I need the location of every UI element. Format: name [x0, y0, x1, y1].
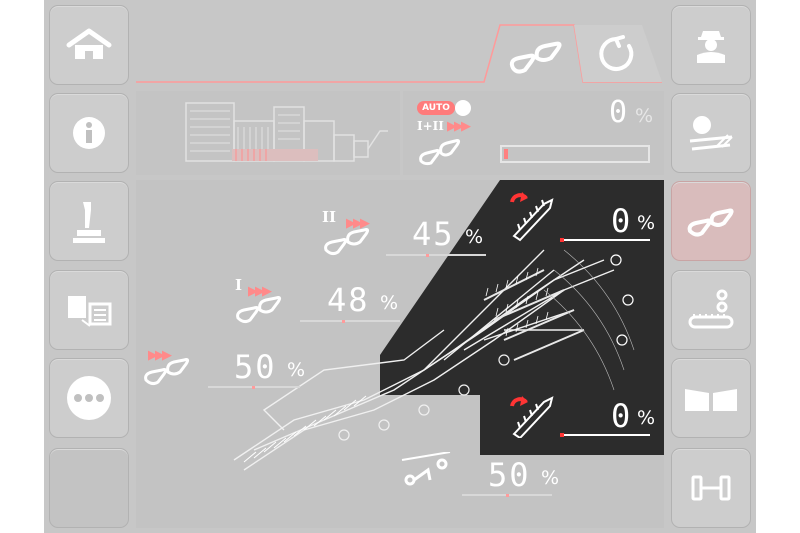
conveyor-chain-icon: [144, 358, 190, 386]
dark-bottom-unit: %: [637, 407, 656, 429]
status-panel: AUTO I+II ▶▶▶ 0 %: [403, 91, 664, 175]
status-progress-bar: [500, 145, 650, 163]
speed-2-label: II: [322, 208, 337, 226]
floor-button[interactable]: [671, 358, 751, 438]
conveyor-chain-icon: [324, 228, 370, 256]
dark-bottom-slider-marker: [560, 433, 564, 437]
more-button[interactable]: [49, 358, 129, 438]
conveyor-chain-icon: [687, 208, 734, 237]
tab-conveyor[interactable]: [499, 28, 579, 80]
dark-top-value[interactable]: 0: [611, 202, 633, 240]
refresh-icon: [599, 35, 634, 71]
speed-base-slider-marker: [252, 386, 255, 389]
speed-1-slider-marker: [342, 320, 345, 323]
dark-top-slider-marker: [560, 238, 564, 242]
display-config-button[interactable]: [49, 270, 129, 350]
status-progress-fill: [504, 149, 508, 159]
empty-slot-button: [49, 448, 129, 528]
speed-2-slider[interactable]: [386, 254, 486, 256]
operator-button[interactable]: [671, 5, 751, 85]
tab-reset[interactable]: [584, 28, 648, 80]
dark-bottom-value[interactable]: 0: [611, 397, 633, 435]
speed-1-slider[interactable]: [300, 320, 400, 322]
speed-1-label: I: [235, 276, 243, 294]
status-value: 0: [609, 95, 630, 130]
operator-icon: [697, 31, 725, 63]
conveyor-chain-icon: [509, 41, 562, 74]
speed-base-arrow-icon: ▶▶▶: [148, 348, 172, 363]
floor-icon: [685, 389, 737, 411]
conveyor-chain-icon: [419, 139, 461, 166]
pickup-wheel-icon: [401, 452, 451, 486]
speed-bottom-value[interactable]: 50: [488, 456, 531, 494]
speed-bottom-slider-marker: [506, 494, 509, 497]
speed-2-arrow-icon: ▶▶▶: [346, 216, 370, 231]
display-config-icon: [68, 296, 112, 327]
chain-tension-button[interactable]: [671, 270, 751, 350]
dark-top-slider[interactable]: [560, 239, 650, 241]
more-dots-icon: [67, 376, 111, 420]
joystick-button[interactable]: [49, 181, 129, 261]
speed-bottom-unit: %: [541, 467, 560, 489]
speed-base-unit: %: [287, 359, 306, 381]
conveyor-button[interactable]: [671, 181, 751, 261]
speed-arrow-icon: ▶▶▶: [447, 119, 471, 134]
conveyor-chain-icon: [236, 296, 282, 324]
rotation-reverse-icon[interactable]: [506, 392, 558, 438]
pickup-button[interactable]: [671, 93, 751, 173]
home-button[interactable]: [49, 5, 129, 85]
home-icon: [66, 28, 112, 59]
dark-bottom-slider[interactable]: [560, 434, 650, 436]
auto-toggle-knob[interactable]: [455, 100, 471, 116]
speed-2-unit: %: [465, 226, 484, 248]
auto-badge: AUTO: [417, 101, 455, 115]
mode-label: I+II: [417, 119, 444, 133]
chain-tension-icon: [688, 289, 734, 329]
axle-button[interactable]: [671, 448, 751, 528]
speed-1-unit: %: [380, 292, 399, 314]
joystick-icon: [73, 202, 105, 243]
speed-1-value[interactable]: 48: [327, 281, 370, 319]
dark-panel: [380, 180, 664, 455]
dark-top-unit: %: [637, 212, 656, 234]
speed-1-arrow-icon: ▶▶▶: [248, 284, 272, 299]
speed-2-slider-marker: [426, 254, 429, 257]
machine-overview: [136, 91, 400, 175]
speed-2-value[interactable]: 45: [412, 215, 455, 253]
screen: AUTO I+II ▶▶▶ 0 %: [44, 0, 756, 533]
machine-diagram-icon: [185, 102, 388, 162]
speed-base-value[interactable]: 50: [234, 348, 277, 386]
status-unit: %: [635, 105, 654, 127]
header-tabs: [136, 24, 662, 83]
axle-icon: [691, 475, 731, 501]
conveyor-illustration: [233, 249, 635, 471]
pickup-icon: [689, 116, 733, 151]
rotation-reverse-icon[interactable]: [506, 190, 558, 242]
info-icon: [73, 117, 105, 149]
info-button[interactable]: [49, 93, 129, 173]
